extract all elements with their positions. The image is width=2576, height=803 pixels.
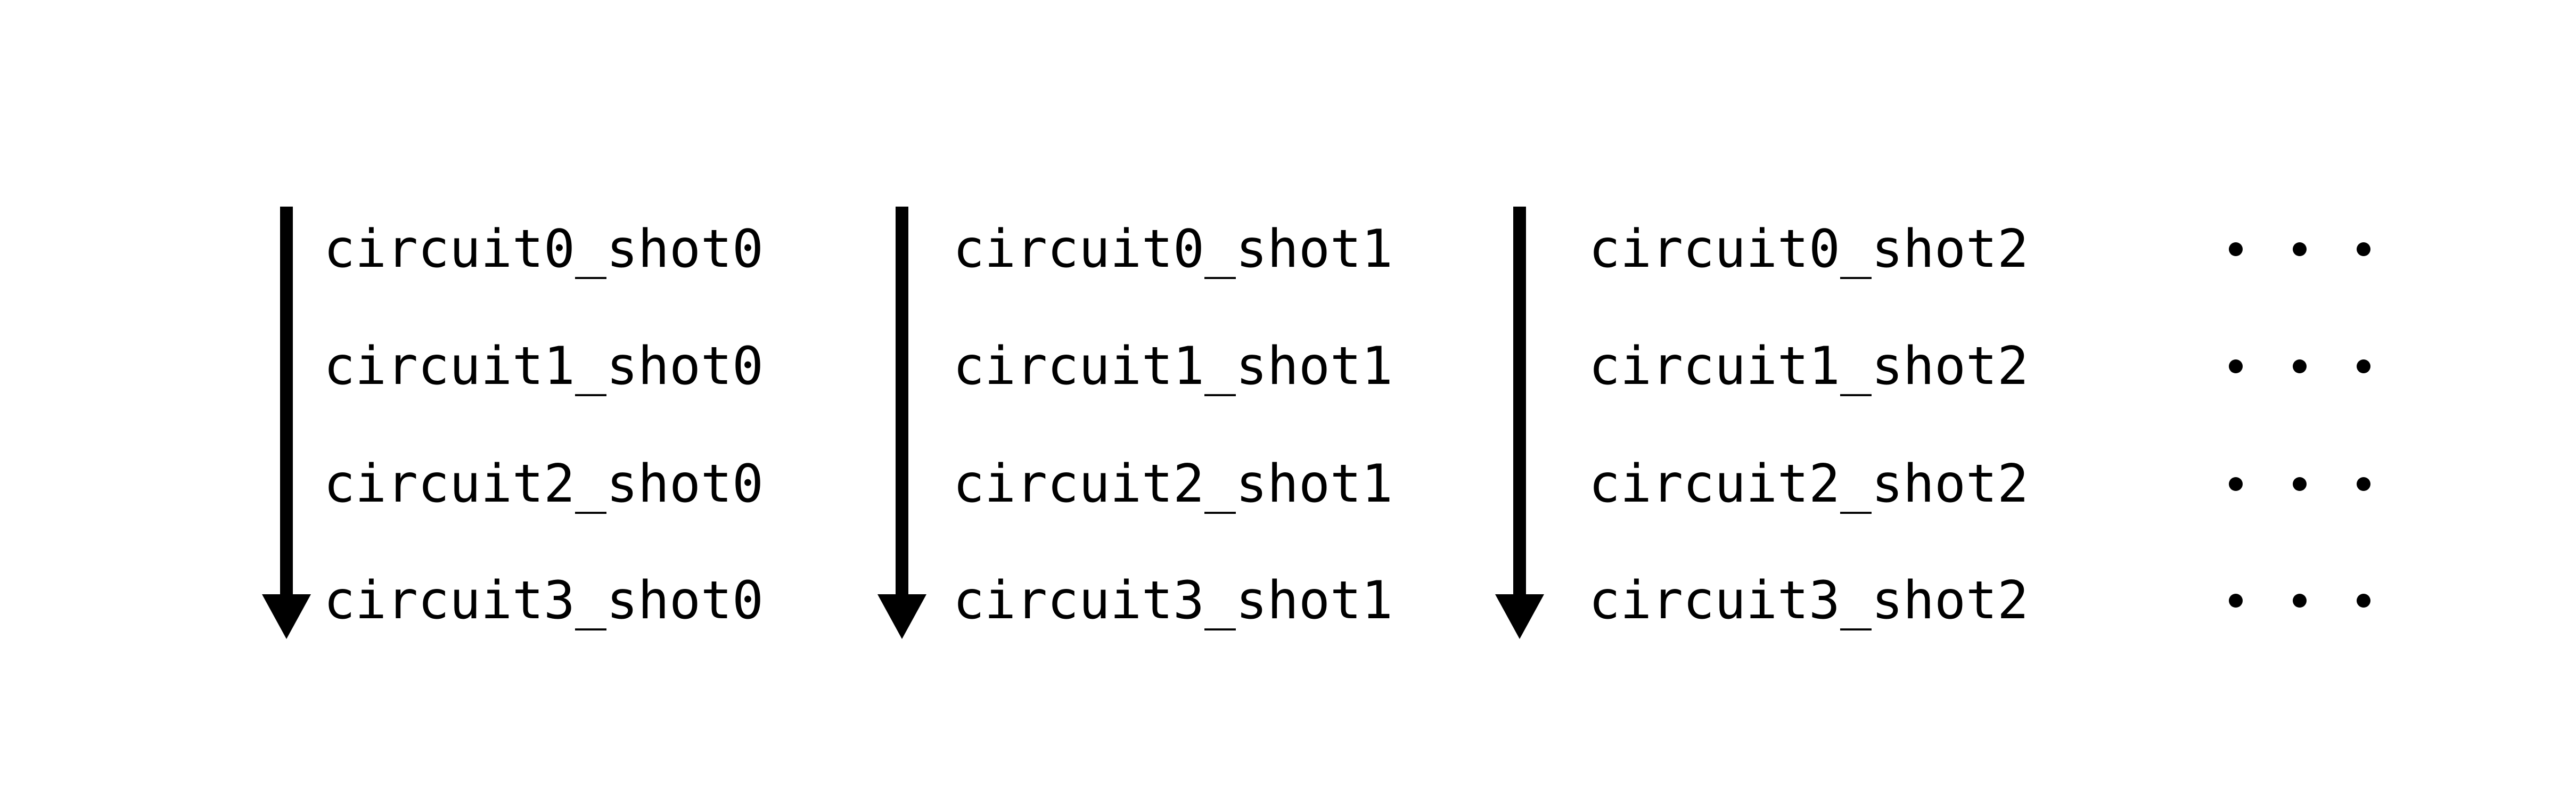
ellipsis-dot — [2357, 477, 2370, 491]
down-arrow-shot1 — [877, 207, 926, 639]
ellipsis-row-1 — [2229, 359, 2370, 373]
label-circuit1-shot0: circuit1_shot0 — [324, 336, 764, 397]
label-circuit3-shot1: circuit3_shot1 — [953, 570, 1393, 631]
label-circuit3-shot2: circuit3_shot2 — [1589, 570, 2029, 631]
ellipsis-spacer — [2243, 366, 2293, 367]
ellipsis-spacer — [2307, 484, 2357, 485]
label-circuit3-shot0: circuit3_shot0 — [324, 570, 764, 631]
label-circuit1-shot1: circuit1_shot1 — [953, 336, 1393, 397]
ellipsis-dot — [2293, 242, 2307, 256]
down-arrow-shot2 — [1495, 207, 1544, 639]
ellipsis-dot — [2357, 359, 2370, 373]
label-circuit0-shot0: circuit0_shot0 — [324, 219, 764, 280]
ellipsis-spacer — [2243, 249, 2293, 250]
ellipsis-row-2 — [2229, 477, 2370, 491]
ellipsis-dot — [2293, 477, 2307, 491]
label-circuit0-shot2: circuit0_shot2 — [1589, 219, 2029, 280]
label-circuit2-shot1: circuit2_shot1 — [953, 454, 1393, 514]
ellipsis-dot — [2357, 594, 2370, 608]
ellipsis-dot — [2293, 594, 2307, 608]
ellipsis-dot — [2229, 242, 2243, 256]
ellipsis-row-3 — [2229, 594, 2370, 608]
ellipsis-dot — [2229, 477, 2243, 491]
ellipsis-dot — [2229, 594, 2243, 608]
label-circuit2-shot0: circuit2_shot0 — [324, 454, 764, 514]
label-circuit1-shot2: circuit1_shot2 — [1589, 336, 2029, 397]
label-circuit0-shot1: circuit0_shot1 — [953, 219, 1393, 280]
down-arrow-shot0 — [262, 207, 311, 639]
ellipsis-spacer — [2243, 484, 2293, 485]
ellipsis-spacer — [2307, 366, 2357, 367]
ellipsis-dot — [2293, 359, 2307, 373]
ellipsis-dot — [2229, 359, 2243, 373]
label-circuit2-shot2: circuit2_shot2 — [1589, 454, 2029, 514]
ellipsis-dot — [2357, 242, 2370, 256]
ellipsis-spacer — [2307, 249, 2357, 250]
ellipsis-row-0 — [2229, 242, 2370, 256]
